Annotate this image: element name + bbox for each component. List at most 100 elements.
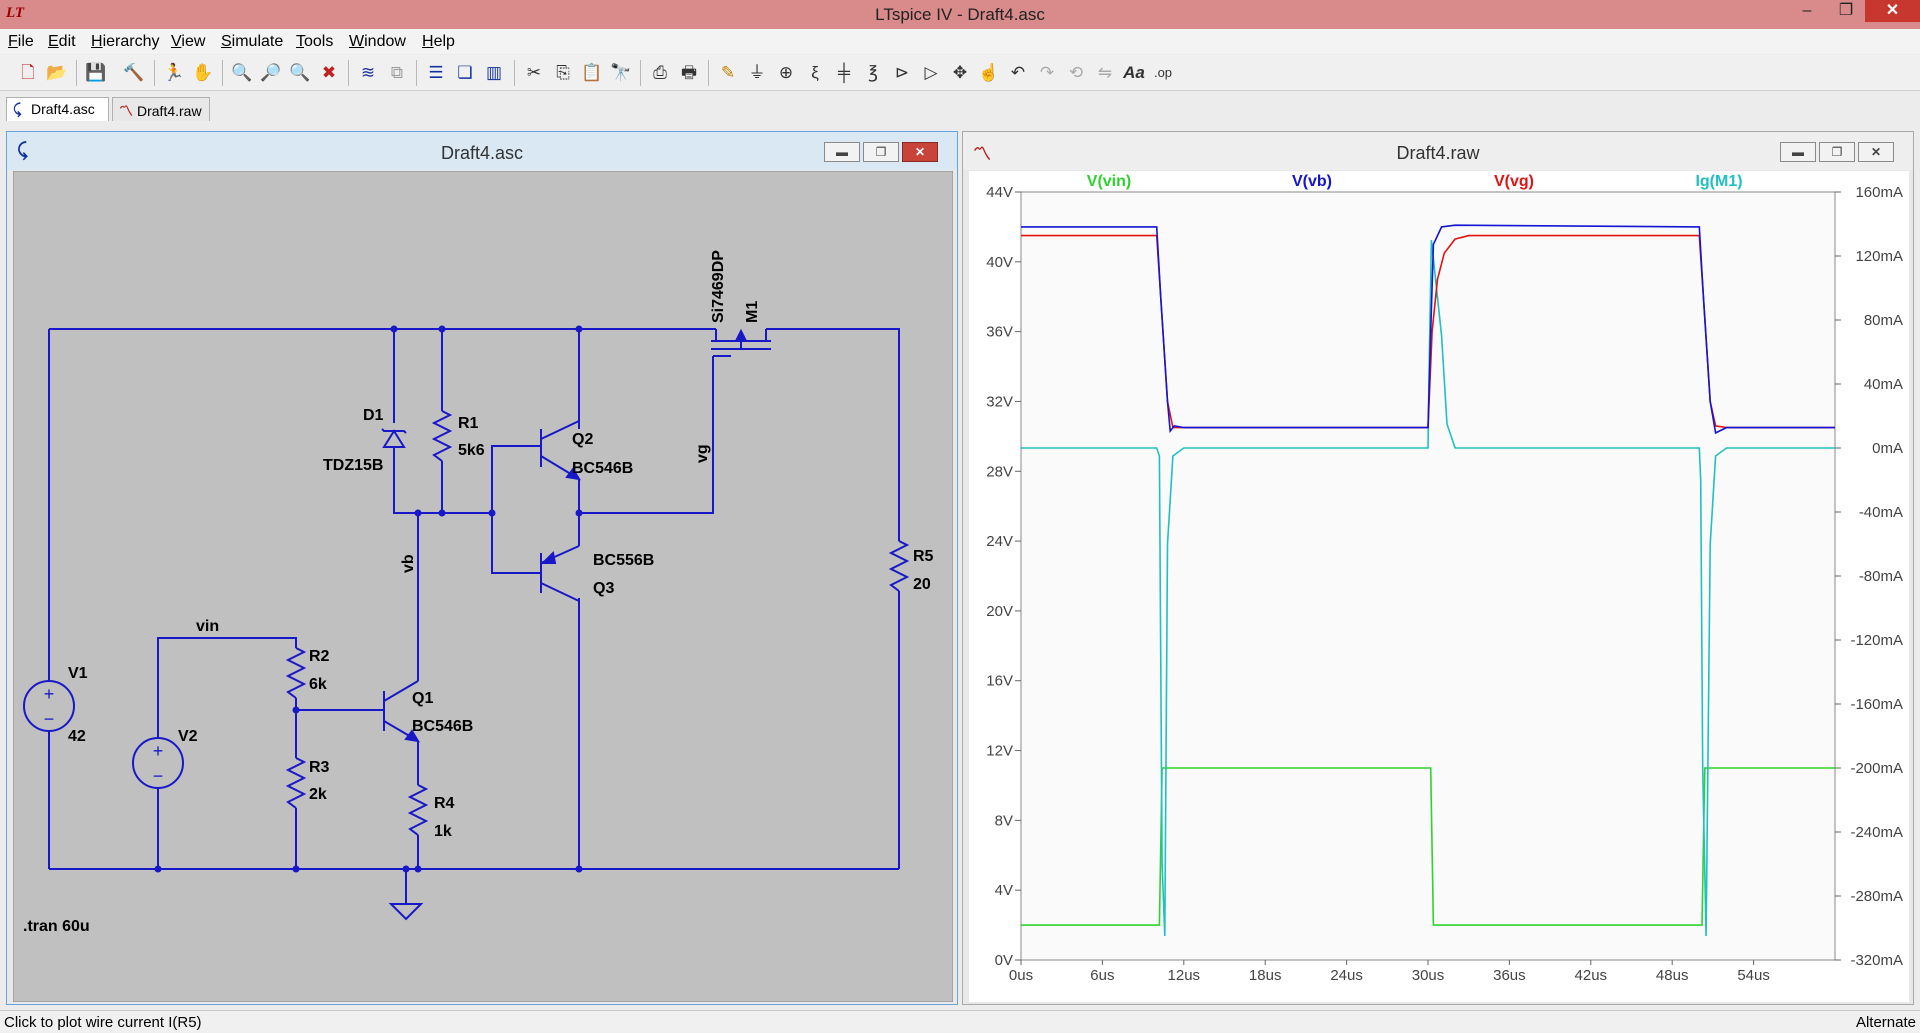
legend-ig-m1-[interactable]: Ig(M1) [1695, 173, 1742, 190]
menu-tools[interactable]: Tools [296, 33, 334, 50]
menu-view[interactable]: View [171, 33, 206, 50]
schematic-close-button[interactable]: ✕ [902, 142, 938, 162]
control-panel-icon[interactable]: 🔨 [123, 63, 145, 82]
waveform-plot[interactable]: V(vin)V(vb)V(vg)Ig(M1) 44V40V36V32V28V24… [969, 171, 1909, 1002]
drag-icon[interactable]: ☝ [978, 63, 1000, 82]
y-right-tick-label: -320mA [1850, 952, 1903, 969]
paste-icon[interactable]: 📋 [581, 63, 603, 82]
tab-draft4-raw[interactable]: 〽Draft4.raw [112, 97, 210, 121]
minimize-button[interactable]: – [1802, 2, 1812, 19]
junction-dots [154, 325, 583, 873]
resistor-icon[interactable]: ξ [811, 63, 819, 82]
schematic-restore-button[interactable]: ❐ [863, 142, 899, 162]
menu-window[interactable]: Window [349, 33, 406, 50]
svg-text:−: − [44, 709, 55, 729]
menu-file[interactable]: File [8, 33, 34, 50]
v2-source-symbol[interactable]: + − [132, 737, 184, 789]
tile-horizontal-icon[interactable]: ☰ [428, 63, 444, 82]
waveform-restore-button[interactable]: ❐ [1819, 142, 1855, 162]
r4-resistor-symbol[interactable] [407, 784, 429, 836]
x-tick-label: 36us [1493, 967, 1526, 984]
v1-source-symbol[interactable]: + − [23, 680, 75, 732]
waveform-minimize-button[interactable]: ▬ [1780, 142, 1816, 162]
waveform-window-title: Draft4.raw [1396, 143, 1480, 163]
y-left-tick-label: 28V [986, 463, 1013, 480]
menu-bar: File Edit Hierarchy View Simulate Tools … [0, 29, 1920, 54]
text-icon[interactable]: Aa [1123, 63, 1145, 82]
q1-transistor-symbol[interactable] [383, 673, 420, 743]
m1-mosfet-symbol[interactable] [711, 328, 771, 357]
move-icon[interactable]: ✥ [952, 63, 968, 82]
legend-v-vin-[interactable]: V(vin) [1087, 173, 1131, 190]
find-icon[interactable]: 🔭 [610, 63, 632, 82]
inductor-icon[interactable]: ℥ [868, 63, 878, 82]
schematic-minimize-button[interactable]: ▬ [824, 142, 860, 162]
undock-icon[interactable]: ⧉ [390, 63, 404, 82]
d1-zener-symbol[interactable] [381, 428, 407, 448]
trace-v-vin-[interactable] [1021, 767, 1835, 926]
y-left-tick-label: 16V [986, 673, 1013, 690]
q2-transistor-symbol[interactable] [540, 420, 581, 481]
maximize-button[interactable]: ❐ [1838, 2, 1854, 19]
menu-hierarchy[interactable]: Hierarchy [91, 33, 160, 50]
waveform-window[interactable]: 〽 Draft4.raw ▬ ❐ ✕ V(vin)V(vb)V(vg)Ig(M1… [962, 131, 1914, 1005]
run-icon[interactable]: 🏃 [163, 63, 185, 82]
trace-v-vb-[interactable] [1021, 224, 1835, 435]
diode-icon[interactable]: ⊳ [894, 63, 910, 82]
trace-ig-m1-[interactable] [1021, 239, 1835, 937]
capacitor-icon[interactable]: ╪ [837, 63, 851, 82]
undo-icon[interactable]: ↶ [1010, 63, 1026, 82]
component-icon[interactable]: ▷ [924, 63, 938, 82]
copy-icon[interactable]: ⎘ [556, 63, 570, 82]
y-left-tick-label: 44V [986, 184, 1013, 201]
mirror-icon[interactable]: ⇋ [1097, 63, 1113, 82]
zoom-out-icon[interactable]: 🔍 [289, 63, 311, 82]
zoom-in-icon[interactable]: 🔍 [231, 63, 253, 82]
r2-resistor-symbol[interactable] [285, 647, 307, 699]
schematic-window[interactable]: ⤹ Draft4.asc ▬ ❐ ✕ [6, 131, 958, 1005]
tab-draft4-asc[interactable]: ⤹Draft4.asc [6, 97, 109, 121]
zoom-fit-icon[interactable]: ✖ [321, 63, 337, 82]
new-schematic-icon[interactable]: 🗋 [21, 63, 35, 82]
rotate-icon[interactable]: ⟲ [1068, 63, 1084, 82]
toolbar-separator [348, 60, 349, 86]
pan-icon[interactable]: ✋ [192, 63, 214, 82]
y-right-tick-label: -240mA [1850, 824, 1903, 841]
cut-icon[interactable]: ✂ [526, 63, 542, 82]
draw-wire-icon[interactable]: ✎ [720, 63, 736, 82]
save-icon[interactable]: 💾 [85, 63, 107, 82]
x-tick-label: 30us [1412, 967, 1445, 984]
r1-resistor-symbol[interactable] [431, 410, 453, 462]
y-right-tick-label: -280mA [1850, 888, 1903, 905]
spice-directive-icon[interactable]: .op [1153, 65, 1173, 80]
y-right-tick-label: -40mA [1859, 504, 1903, 521]
v2-label: V2 [178, 728, 198, 745]
spice-directive[interactable]: .tran 60u [23, 918, 90, 935]
r3-resistor-symbol[interactable] [285, 757, 307, 809]
schematic-canvas[interactable]: + − + − [13, 171, 953, 1002]
label-net-icon[interactable]: ⊕ [778, 63, 794, 82]
open-icon[interactable]: 📂 [46, 63, 68, 82]
menu-help[interactable]: Help [422, 33, 455, 50]
q2-value: BC546B [572, 460, 633, 477]
legend-v-vb-[interactable]: V(vb) [1292, 173, 1332, 190]
ground-symbol[interactable] [388, 903, 424, 921]
menu-edit[interactable]: Edit [48, 33, 76, 50]
print-icon[interactable]: 🖶 [680, 63, 698, 82]
zoom-rect-icon[interactable]: 🔎 [260, 63, 282, 82]
print-preview-icon[interactable]: ⎙ [653, 63, 667, 82]
waveform-close-button[interactable]: ✕ [1858, 142, 1894, 162]
q3-transistor-symbol[interactable] [540, 545, 580, 602]
r5-resistor-symbol[interactable] [888, 540, 910, 592]
menu-simulate[interactable]: Simulate [221, 33, 284, 50]
document-tabs: ⤹Draft4.asc 〽Draft4.raw [0, 95, 1920, 122]
autorange-icon[interactable]: ≋ [360, 63, 376, 82]
cascade-icon[interactable]: ❏ [457, 63, 473, 82]
close-button[interactable]: ✕ [1865, 0, 1920, 22]
tile-vertical-icon[interactable]: ▥ [485, 63, 503, 82]
ground-icon[interactable]: ⏚ [748, 63, 766, 82]
legend-v-vg-[interactable]: V(vg) [1494, 173, 1534, 190]
redo-icon[interactable]: ↷ [1039, 63, 1055, 82]
schematic-window-header: ⤹ Draft4.asc ▬ ❐ ✕ [7, 132, 957, 170]
